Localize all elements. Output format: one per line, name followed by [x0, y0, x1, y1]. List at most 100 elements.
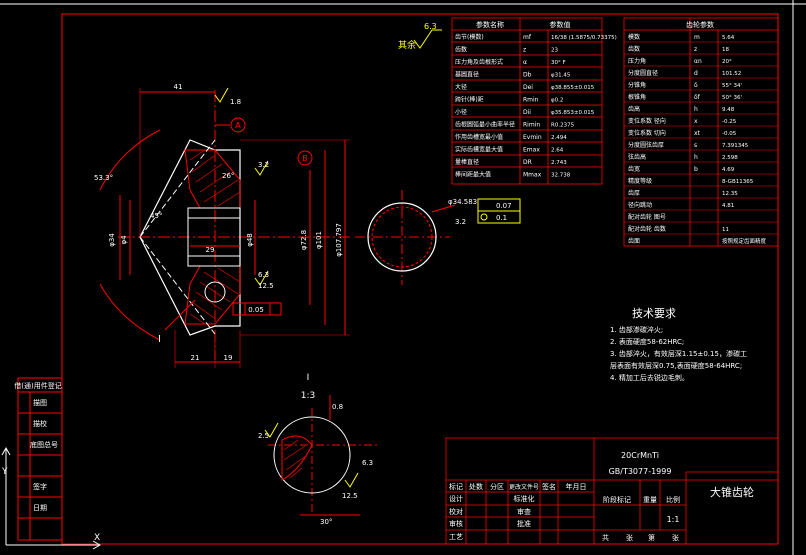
- tb-mid-1: 审查: [517, 507, 531, 516]
- tb-role-1: 校对: [449, 507, 463, 516]
- param-right-val: 2.598: [722, 155, 738, 161]
- param-left-val: 32.738: [551, 173, 571, 179]
- dim-6-3: 6.3: [258, 271, 269, 279]
- part-title: 大锥齿轮: [710, 485, 754, 499]
- param-right-name: 分锥角: [628, 81, 646, 89]
- param-right-val: 4.81: [722, 203, 734, 209]
- tech-req-item-3: 层表面有效层深0.75,表面硬度58-64HRC;: [610, 361, 742, 370]
- param-right-sym: δf: [694, 94, 701, 101]
- param-right-val: 8-GB11365: [722, 179, 754, 185]
- tol-0-1: 0.1: [496, 214, 507, 222]
- param-table-left-grid: [451, 17, 603, 185]
- tech-req-item-1: 2. 表面硬度58-62HRC;: [610, 337, 684, 346]
- param-right-val: 4.69: [722, 167, 735, 173]
- param-left-header-value: 参数值: [550, 20, 571, 29]
- param-right-name: 分度圆弦齿厚: [628, 141, 664, 149]
- param-right-name: 齿宽: [628, 165, 640, 173]
- param-left-name: 大径: [455, 83, 467, 91]
- param-left-name: 齿数: [455, 46, 467, 54]
- tb-stage-1: 重量: [643, 496, 657, 504]
- dim-45-angle: 45°: [150, 212, 162, 220]
- param-right-sym: h: [694, 106, 698, 113]
- param-left-name: 小径: [455, 108, 467, 116]
- param-left-val: 30° F: [551, 60, 566, 66]
- param-right-val: 按照规定齿面精度: [722, 237, 767, 245]
- dim-1-8: 1.8: [230, 98, 241, 106]
- dim-2-5-detail: 2.5: [258, 432, 269, 440]
- param-right-val: 11: [722, 227, 729, 233]
- param-right-name: 齿数: [628, 45, 640, 53]
- param-left-sym: Mmax: [523, 172, 542, 179]
- param-right-val: -0.05: [722, 131, 737, 137]
- param-right-name: 齿面: [628, 237, 640, 245]
- tb-row-label-5: 年月日: [566, 482, 587, 491]
- param-right-name: 分度圆直径: [628, 69, 658, 77]
- sidebar-label-2: 描校: [33, 419, 47, 428]
- dim-12-5: 12.5: [258, 282, 274, 290]
- tb-row-label-2: 分区: [490, 482, 504, 491]
- dim-29: 29: [206, 246, 215, 254]
- tech-req-item-0: 1. 齿部渗碳淬火;: [610, 325, 663, 334]
- tb-role-3: 工艺: [449, 533, 463, 541]
- tb-row-label-1: 处数: [469, 482, 483, 491]
- tb-stage-0: 阶段标记: [603, 495, 631, 504]
- param-right-name: 压力角: [628, 57, 646, 65]
- left-sidebar-block: [17, 377, 63, 541]
- param-left-name: 压力角及齿根形式: [455, 58, 503, 66]
- param-left-sym: Rmin: [523, 97, 539, 104]
- tb-footer-2: 第: [648, 533, 655, 542]
- param-right-val: 18: [722, 47, 729, 53]
- param-left-name: 棒间距最大值: [455, 171, 491, 179]
- dim-26-angle: 26°: [222, 172, 234, 180]
- dim-phi34-583: φ34.583: [448, 198, 477, 206]
- param-right-sym: x: [694, 118, 698, 125]
- param-right-header: 齿轮参数: [686, 20, 714, 29]
- param-left-sym: α: [523, 59, 527, 66]
- param-right-name: 精度等级: [628, 177, 652, 185]
- gear-section-view: [99, 87, 350, 368]
- ucs-x-label: X: [94, 533, 100, 543]
- dim-6-3-detail: 6.3: [362, 459, 373, 467]
- param-right-name: 配对齿轮 图号: [628, 213, 666, 221]
- roughness-symbol-top: [413, 29, 442, 49]
- sidebar-label-3: 底图总号: [30, 440, 58, 449]
- spline-end-view: [355, 190, 521, 285]
- tb-role-2: 审核: [449, 519, 463, 528]
- tb-mid-2: 批准: [517, 519, 531, 528]
- param-left-sym: Emax: [523, 147, 540, 154]
- param-right-sym: b: [694, 166, 698, 173]
- tb-stage-2: 比例: [666, 495, 680, 504]
- param-left-val: R0.2375: [551, 123, 575, 129]
- param-left-val: φ31.45: [551, 73, 571, 79]
- dim-phi34: φ34: [108, 233, 116, 247]
- detail-i-title: I: [307, 373, 310, 383]
- dim-phi72: φ72.8: [300, 230, 308, 250]
- dim-53-angle: 53.3°: [94, 174, 113, 182]
- param-left-val: 2.64: [551, 148, 564, 154]
- param-right-sym: δ: [694, 82, 698, 89]
- dim-30-angle: 30°: [320, 518, 332, 526]
- ucs-y-label: Y: [1, 467, 8, 477]
- param-left-sym: Dii: [523, 109, 531, 116]
- param-left-name: 跨针(棒)距: [455, 96, 484, 104]
- param-left-val: 2.494: [551, 135, 567, 141]
- dim-phi48: φ48: [246, 233, 254, 247]
- tb-footer-0: 共: [602, 533, 609, 542]
- param-right-name: 径向跳动: [628, 201, 652, 209]
- dim-phi4: φ4: [120, 235, 128, 245]
- tol-0-07: 0.07: [496, 202, 512, 210]
- param-left-sym: Dei: [523, 84, 533, 91]
- sidebar-label-5: 日期: [33, 504, 47, 512]
- param-left-sym: mf: [523, 34, 532, 41]
- dim-phi107: φ107.797: [335, 223, 343, 257]
- param-left-val: 2.743: [551, 160, 567, 166]
- dim-phi101: φ101: [315, 231, 323, 249]
- param-left-val: φ35.853±0.015: [551, 110, 595, 116]
- material-line2: GB/T3077-1999: [609, 467, 672, 476]
- tb-row-label-0: 标记: [449, 482, 463, 491]
- param-left-name: 基圆直径: [455, 71, 479, 79]
- param-right-sym: d: [694, 70, 698, 77]
- param-right-sym: h: [694, 154, 698, 161]
- tb-mid-0: 标准化: [514, 494, 535, 503]
- tech-req-title: 技术要求: [632, 307, 676, 320]
